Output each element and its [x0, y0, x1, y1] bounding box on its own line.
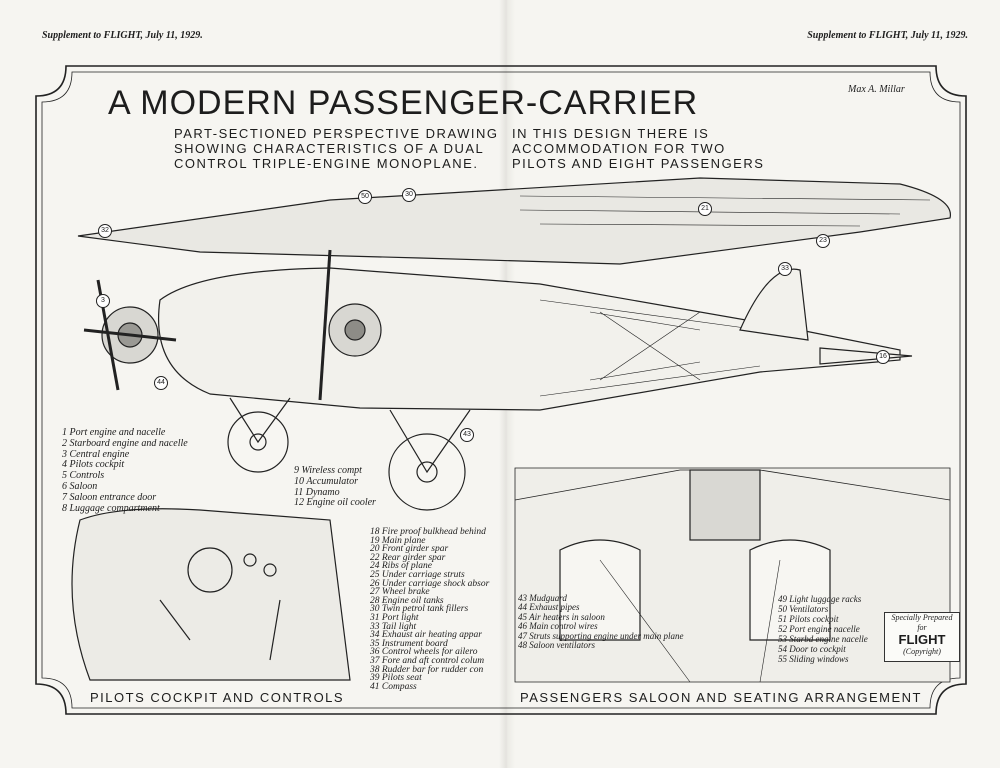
- legend-item: 2 Starboard engine and nacelle: [62, 437, 188, 449]
- callout-marker: 43: [460, 428, 474, 442]
- running-header-right: Supplement to FLIGHT, July 11, 1929.: [807, 30, 968, 41]
- legend-item: 45 Air heaters in saloon: [518, 611, 605, 622]
- callout-marker: 33: [778, 262, 792, 276]
- subtitle-right-line: IN THIS DESIGN THERE IS: [512, 126, 710, 141]
- running-header-left: Supplement to FLIGHT, July 11, 1929.: [42, 30, 203, 41]
- page-title: A MODERN PASSENGER-CARRIER: [108, 84, 699, 122]
- legend-item: 12 Engine oil cooler: [294, 497, 376, 509]
- legend-item: 54 Door to cockpit: [778, 644, 846, 654]
- legend-item: 18 Fire proof bulkhead behind: [370, 527, 486, 537]
- legend-item: 5 Controls: [62, 470, 105, 482]
- callout-marker: 32: [98, 224, 112, 238]
- callout-marker: 3: [96, 294, 110, 308]
- legend-item: 20 Front girder spar: [370, 544, 449, 555]
- subtitle-right-line: PILOTS AND EIGHT PASSENGERS: [512, 156, 765, 171]
- subtitle-left-line: PART-SECTIONED PERSPECTIVE DRAWING: [174, 126, 499, 141]
- legend-parts-3: 18 Fire proof bulkhead behind 19 Main pl…: [370, 527, 490, 692]
- credit-line: Specially Prepared: [891, 613, 953, 622]
- legend-parts-4: 43 Mudguard 44 Exhaust pipes 45 Air heat…: [518, 593, 684, 651]
- callout-marker: 50: [358, 190, 372, 204]
- legend-item: 11 Dynamo: [294, 486, 340, 498]
- legend-item: 8 Luggage compartment: [62, 502, 160, 514]
- callout-marker: 16: [876, 350, 890, 364]
- legend-parts-1: 1 Port engine and nacelle 2 Starboard en…: [62, 427, 188, 514]
- legend-item: 36 Control wheels for ailero: [370, 647, 478, 658]
- legend-item: 7 Saloon entrance door: [62, 491, 157, 503]
- subtitle-left: PART-SECTIONED PERSPECTIVE DRAWING SHOWI…: [174, 126, 499, 171]
- subtitle-left-line: SHOWING CHARACTERISTICS OF A DUAL: [174, 141, 485, 156]
- legend-item: 3 Central engine: [62, 448, 130, 460]
- legend-item: 53 Starbd engine nacelle: [778, 634, 868, 644]
- legend-item: 46 Main control wires: [518, 621, 598, 632]
- legend-item: 6 Saloon: [62, 480, 98, 492]
- legend-item: 48 Saloon ventilators: [518, 640, 595, 651]
- legend-item: 10 Accumulator: [294, 475, 358, 487]
- legend-item: 55 Sliding windows: [778, 654, 849, 664]
- legend-item: 30 Twin petrol tank fillers: [370, 604, 469, 615]
- artist-signature: Max A. Millar: [848, 84, 905, 95]
- legend-item: 41 Compass: [370, 681, 417, 692]
- caption-saloon: PASSENGERS SALOON AND SEATING ARRANGEMEN…: [520, 690, 922, 705]
- legend-item: 35 Instrument board: [370, 638, 448, 649]
- callout-marker: 23: [816, 234, 830, 248]
- legend-item: 52 Port engine nacelle: [778, 624, 860, 634]
- decorative-border: [35, 65, 967, 715]
- legend-item: 38 Rudder bar for rudder con: [370, 664, 484, 675]
- credit-line: (Copyright): [903, 647, 941, 656]
- copyright-credit-box: Specially Prepared for FLIGHT (Copyright…: [884, 612, 960, 662]
- legend-item: 22 Rear girder spar: [370, 552, 446, 563]
- legend-item: 31 Port light: [370, 612, 419, 623]
- callout-marker: 30: [402, 188, 416, 202]
- legend-parts-5: 49 Light luggage racks 50 Ventilators 51…: [778, 594, 868, 664]
- legend-item: 19 Main plane: [370, 535, 426, 546]
- legend-item: 49 Light luggage racks: [778, 594, 862, 604]
- legend-item: 25 Under carriage struts: [370, 569, 465, 580]
- callout-marker: 44: [154, 376, 168, 390]
- flight-logo: FLIGHT: [898, 632, 946, 647]
- legend-item: 44 Exhaust pipes: [518, 602, 580, 613]
- legend-item: 47 Struts supporting engine under main p…: [518, 630, 684, 641]
- legend-item: 50 Ventilators: [778, 604, 829, 614]
- callout-marker: 21: [698, 202, 712, 216]
- legend-item: 43 Mudguard: [518, 593, 567, 603]
- legend-item: 51 Pilots cockpit: [778, 614, 839, 624]
- legend-item: 27 Wheel brake: [370, 587, 430, 598]
- legend-item: 37 Fore and aft control colum: [370, 655, 485, 666]
- legend-item: 28 Engine oil tanks: [370, 595, 444, 606]
- legend-item: 33 Tail light: [370, 621, 417, 632]
- legend-item: 9 Wireless compt: [294, 465, 362, 476]
- subtitle-right-line: ACCOMMODATION FOR TWO: [512, 141, 726, 156]
- legend-item: 4 Pilots cockpit: [62, 459, 125, 471]
- legend-item: 1 Port engine and nacelle: [62, 427, 166, 438]
- legend-item: 39 Pilots seat: [370, 673, 422, 684]
- subtitle-left-line: CONTROL TRIPLE-ENGINE MONOPLANE.: [174, 156, 479, 171]
- caption-cockpit: PILOTS COCKPIT AND CONTROLS: [90, 690, 345, 705]
- credit-line: for: [917, 623, 927, 632]
- legend-parts-2: 9 Wireless compt 10 Accumulator 11 Dynam…: [294, 465, 376, 509]
- subtitle-right: IN THIS DESIGN THERE IS ACCOMMODATION FO…: [512, 126, 764, 171]
- legend-item: 24 Ribs of plane: [370, 561, 433, 572]
- legend-item: 34 Exhaust air heating appar: [370, 630, 482, 641]
- legend-item: 26 Under carriage shock absor: [370, 578, 490, 589]
